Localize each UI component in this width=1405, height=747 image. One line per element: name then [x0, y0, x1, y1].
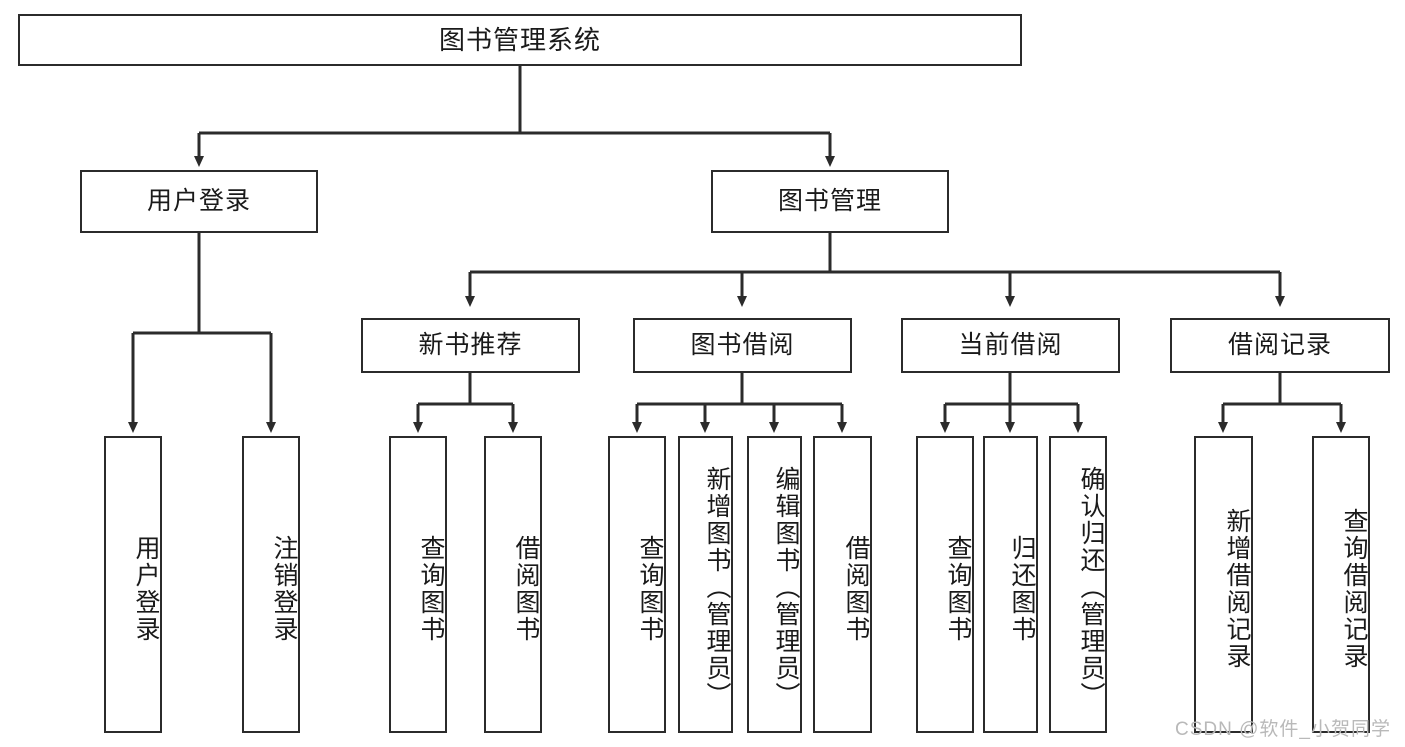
leaf-borrow-book-new-recommend[interactable]: 借阅图书 [484, 436, 542, 733]
leaf-query-book-current-borrow[interactable]: 查询图书 [916, 436, 974, 733]
leaf-edit-book-admin[interactable]: 编辑图书（管理员） [747, 436, 802, 733]
leaf-user-login[interactable]: 用户登录 [104, 436, 162, 733]
node-book-management[interactable]: 图书管理 [711, 170, 949, 233]
leaf-logout-login[interactable]: 注销登录 [242, 436, 300, 733]
leaf-query-borrow-record[interactable]: 查询借阅记录 [1312, 436, 1370, 733]
leaf-confirm-return-admin[interactable]: 确认归还（管理员） [1049, 436, 1107, 733]
leaf-add-borrow-record[interactable]: 新增借阅记录 [1194, 436, 1253, 733]
leaf-return-book[interactable]: 归还图书 [983, 436, 1038, 733]
leaf-borrow-book-borrow[interactable]: 借阅图书 [813, 436, 872, 733]
node-borrow-record[interactable]: 借阅记录 [1170, 318, 1390, 373]
leaf-query-book-new-recommend[interactable]: 查询图书 [389, 436, 447, 733]
leaf-query-book-borrow[interactable]: 查询图书 [608, 436, 666, 733]
watermark: CSDN @软件_小贺同学 [1175, 719, 1391, 740]
node-book-management-system[interactable]: 图书管理系统 [18, 14, 1022, 66]
node-user-login[interactable]: 用户登录 [80, 170, 318, 233]
leaf-add-book-admin[interactable]: 新增图书（管理员） [678, 436, 733, 733]
node-current-borrow[interactable]: 当前借阅 [901, 318, 1120, 373]
node-book-borrow[interactable]: 图书借阅 [633, 318, 852, 373]
node-new-book-recommend[interactable]: 新书推荐 [361, 318, 580, 373]
